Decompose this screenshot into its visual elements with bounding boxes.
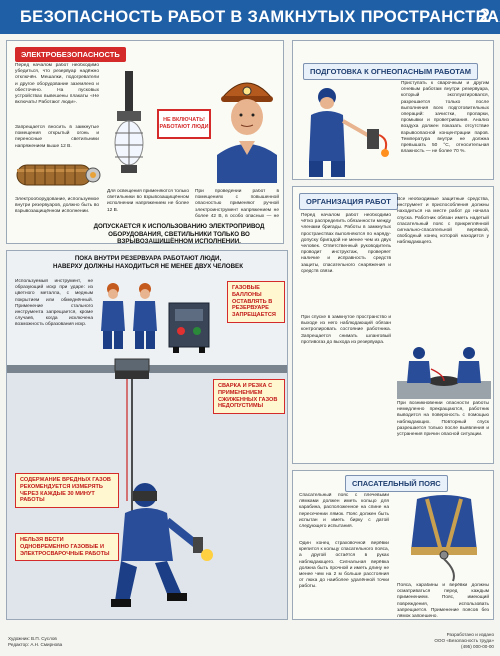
tool-text: Используемый инструмент, не образующий и… <box>15 279 93 328</box>
belt-text-1: Спасательный пояс с плечевыми лямками до… <box>299 493 389 530</box>
harness-illustration <box>411 495 477 582</box>
belt-text-3: Пояса, карабины и верёвки должны осматри… <box>397 583 489 617</box>
electrical-text-3: Электрооборудование, используемое внутри… <box>15 197 99 215</box>
gas-measurement-warning: СОДЕРЖАНИЕ ВРЕДНЫХ ГАЗОВ РЕКОМЕНДУЕТСЯ И… <box>15 473 119 509</box>
fire-prep-panel: ПОДГОТОВКА К ОГНЕОПАСНЫМ РАБОТАМ Приступ… <box>292 40 494 180</box>
organization-panel: ОРГАНИЗАЦИЯ РАБОТ Перед началом работ не… <box>292 186 494 464</box>
header-bar: БЕЗОПАСНОСТЬ РАБОТ В ЗАМКНУТЫХ ПРОСТРАНС… <box>0 0 500 34</box>
footer-publisher-line-2: ООО «Безопасность труда» <box>434 638 494 643</box>
belt-text-2: Один конец страховочной верёвки крепится… <box>299 541 389 590</box>
fire-worker-illustration <box>309 88 389 177</box>
organization-text-4: При возникновении опасности работы немед… <box>397 401 489 438</box>
liquefied-gas-warning: СВАРКА И РЕЗКА С ПРИМЕНЕНИЕМ СЖИЖЕННЫХ Г… <box>213 379 285 415</box>
electrical-note: ДОПУСКАЕТСЯ К ИСПОЛЬЗОВАНИЮ ЭЛЕКТРОПРИВО… <box>93 223 265 244</box>
tank-work-panel: ПОКА ВНУТРИ РЕЗЕРВУАРА РАБОТАЮТ ЛЮДИ, НА… <box>6 250 288 620</box>
footer-publisher-line-1: Разработано и издано <box>446 632 494 637</box>
electrical-text-1: Перед началом работ необходимо убедиться… <box>15 63 99 106</box>
fire-prep-heading: ПОДГОТОВКА К ОГНЕОПАСНЫМ РАБОТАМ <box>303 63 479 80</box>
organization-text-2: При спуске в замкнутое пространство и вы… <box>301 315 391 345</box>
observer-workers-illustration <box>101 283 157 349</box>
welding-machine-illustration <box>168 302 210 353</box>
worker-portrait <box>217 82 277 183</box>
sign-text: НЕ ВКЛЮЧАТЬ! РАБОТАЮТ ЛЮДИ <box>159 117 209 130</box>
cable-illustration <box>16 164 101 186</box>
rescue-team-illustration <box>397 347 491 399</box>
footer-artist: Художник: В.П. Суслов <box>8 636 57 641</box>
footer-publisher: Разработано и издано ООО «Безопасность т… <box>392 632 494 650</box>
page-title: БЕЗОПАСНОСТЬ РАБОТ В ЗАМКНУТЫХ ПРОСТРАНС… <box>20 8 500 26</box>
team-heading-line-1: ПОКА ВНУТРИ РЕЗЕРВУАРА РАБОТАЮТ ЛЮДИ, <box>74 255 222 262</box>
organization-text-1: Перед началом работ необходимо чётко рас… <box>301 213 391 274</box>
combined-welding-warning: НЕЛЬЗЯ ВЕСТИ ОДНОВРЕМЕННО ГАЗОВЫЕ И ЭЛЕК… <box>15 533 119 562</box>
rescue-belt-panel: СПАСАТЕЛЬНЫЙ ПОЯС Спасательный пояс с пл… <box>292 470 494 620</box>
footer-editor: Редактор: А.Н. Смирнова <box>8 642 63 647</box>
organization-text-3: Все необходимые защитные средства, инстр… <box>397 197 489 246</box>
do-not-switch-on-sign: НЕ ВКЛЮЧАТЬ! РАБОТАЮТ ЛЮДИ <box>157 109 211 139</box>
rescue-belt-heading: СПАСАТЕЛЬНЫЙ ПОЯС <box>345 475 448 492</box>
fire-prep-text: Приступать к сварочным и другим огневым … <box>401 81 489 155</box>
electrical-text-2: Запрещается вносить в замкнутые помещени… <box>15 125 99 149</box>
team-heading-line-2: НАВЕРХУ ДОЛЖНЫ НАХОДИТЬСЯ НЕ МЕНЕЕ ДВУХ … <box>53 263 243 270</box>
electrical-text-5: При проведении работ в помещениях с повы… <box>195 189 279 219</box>
lamp-illustration <box>114 71 144 173</box>
footer-publisher-phone: (495) 000-00-00 <box>461 644 494 649</box>
electrical-safety-heading: ЭЛЕКТРОБЕЗОПАСНОСТЬ <box>15 47 126 62</box>
gas-cylinders-warning: ГАЗОВЫЕ БАЛЛОНЫ ОСТАВЛЯТЬ В РЕЗЕРВУАРЕ З… <box>227 281 285 323</box>
electrical-text-4: Для освещения применяются только светиль… <box>107 189 189 213</box>
footer-credits: Художник: В.П. Суслов Редактор: А.Н. Сми… <box>8 636 168 648</box>
organization-heading: ОРГАНИЗАЦИЯ РАБОТ <box>299 193 398 210</box>
welder-illustration <box>111 483 213 607</box>
sheet-number: 2 <box>479 6 490 27</box>
electrical-safety-panel: ЭЛЕКТРОБЕЗОПАСНОСТЬ Перед началом работ … <box>6 40 284 244</box>
